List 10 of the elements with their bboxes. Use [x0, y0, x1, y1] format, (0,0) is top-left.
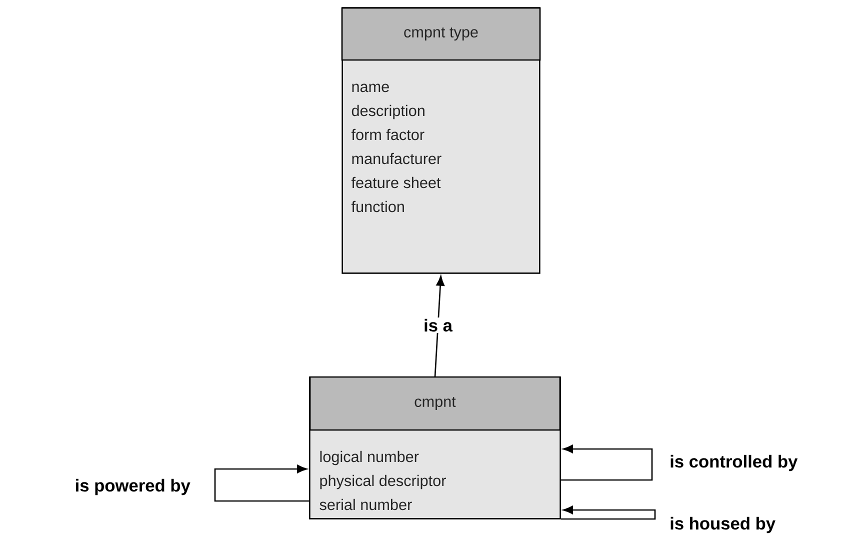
arrow: [561, 506, 656, 520]
arrow: [561, 444, 653, 481]
edge-label: is a: [424, 318, 453, 332]
edge-label: is housed by: [670, 516, 776, 534]
arrow: [434, 276, 444, 377]
edge-label: is controlled by: [670, 454, 798, 472]
entity-box: cmpnt logical number physical descriptor serial number: [309, 376, 561, 520]
entity-box: cmpnt type name description form factor manufacturer feature sheet function: [341, 7, 541, 274]
edge-label: is powered by: [76, 478, 190, 496]
arrow: [214, 464, 309, 502]
